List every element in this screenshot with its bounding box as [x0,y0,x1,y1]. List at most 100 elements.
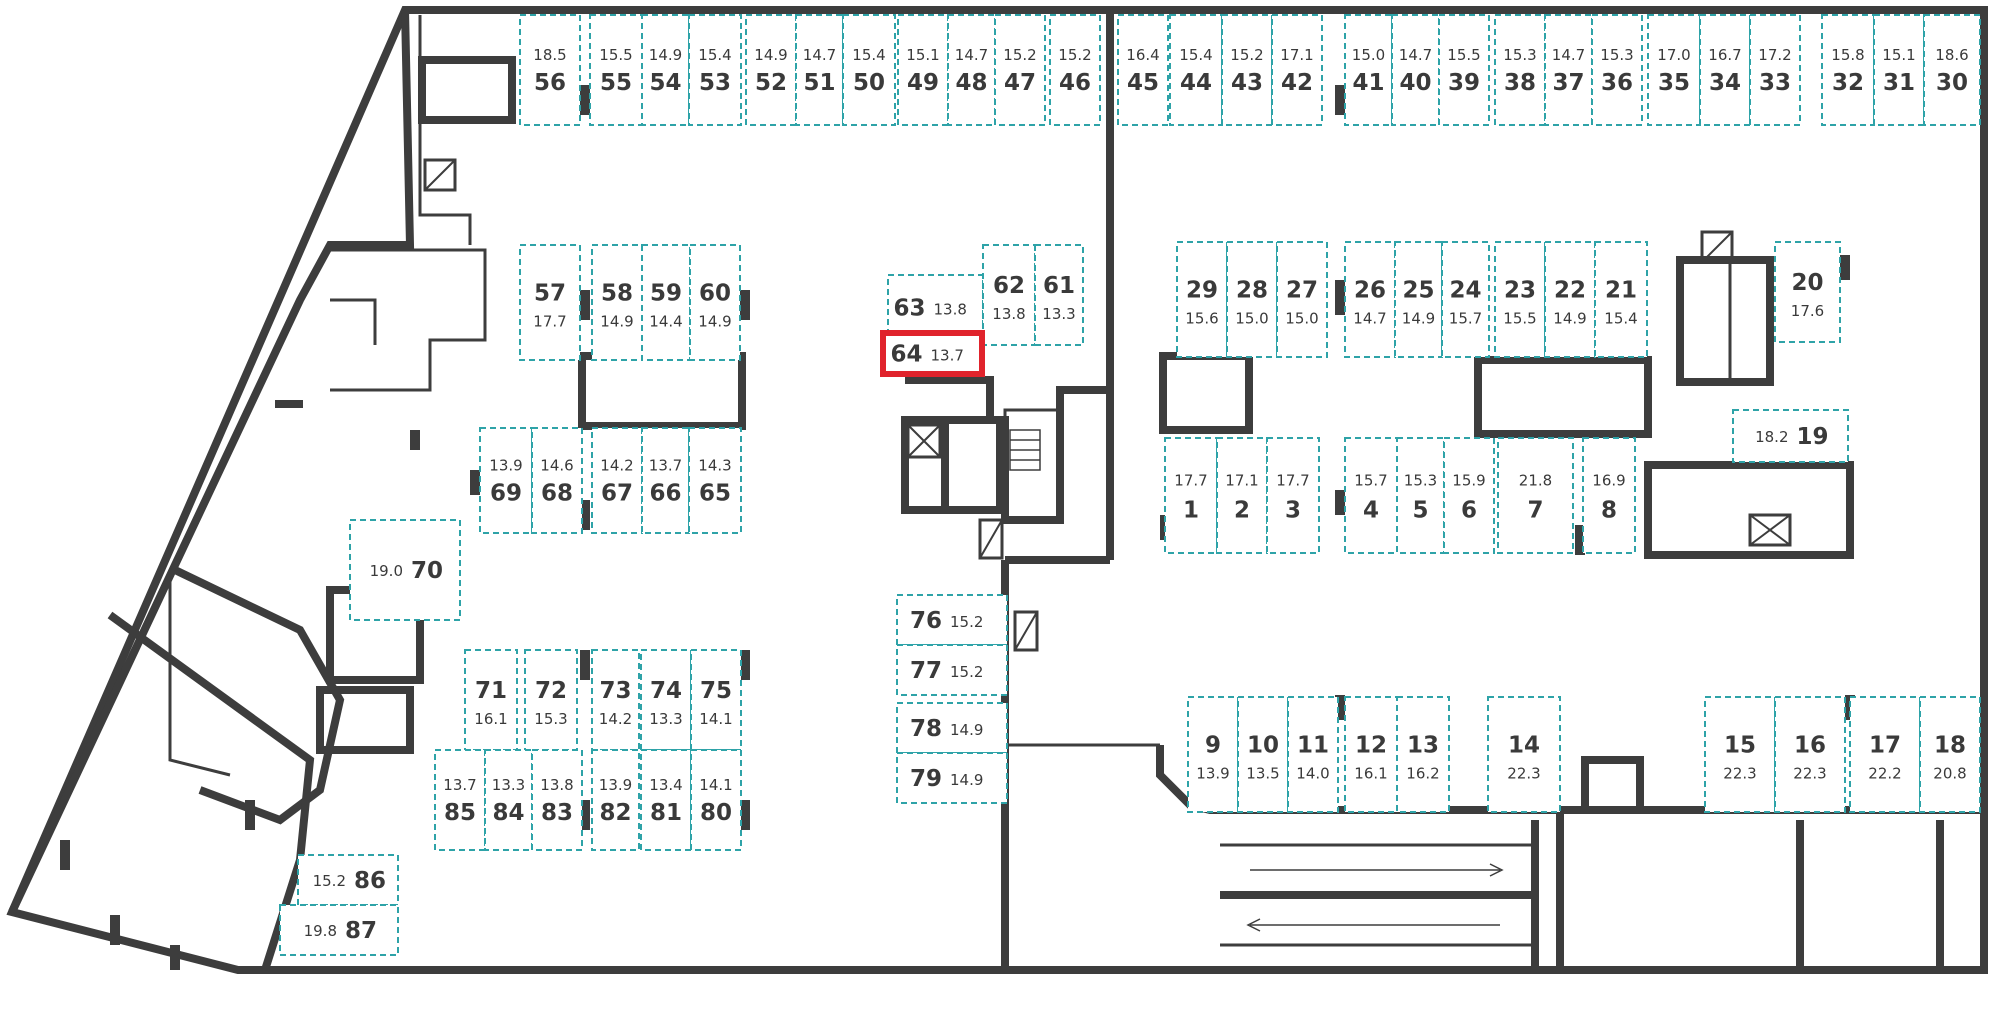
spot-number: 59 [650,281,682,307]
spot-area: 14.7 [955,46,988,64]
parking-spot-2[interactable]: 217.1 [1216,437,1268,554]
parking-spot-5[interactable]: 515.3 [1396,437,1445,554]
parking-spot-outline [896,702,1008,754]
parking-spot-9[interactable]: 913.9 [1187,696,1239,813]
parking-spot-31[interactable]: 31 15.1 [1873,14,1925,126]
parking-spot-7[interactable]: 721.8 [1497,437,1574,554]
spot-number: 83 [541,800,573,826]
spot-number: 31 [1883,70,1915,96]
parking-spot-outline [591,649,640,751]
spot-area: 15.3 [1600,46,1633,64]
parking-spot-outline [589,14,643,126]
spot-number: 18 [1934,733,1966,759]
parking-spot-3[interactable]: 317.7 [1266,437,1320,554]
spot-number: 49 [907,70,939,96]
spot-area: 15.1 [1882,46,1915,64]
parking-spot-6[interactable]: 615.9 [1443,437,1495,554]
spot-number: 15 [1724,733,1756,759]
parking-spot-1[interactable]: 117.7 [1164,437,1218,554]
parking-spot-4[interactable]: 415.7 [1344,437,1398,554]
parking-spot-8[interactable]: 816.9 [1582,437,1636,554]
spot-area: 21.8 [1519,472,1552,490]
